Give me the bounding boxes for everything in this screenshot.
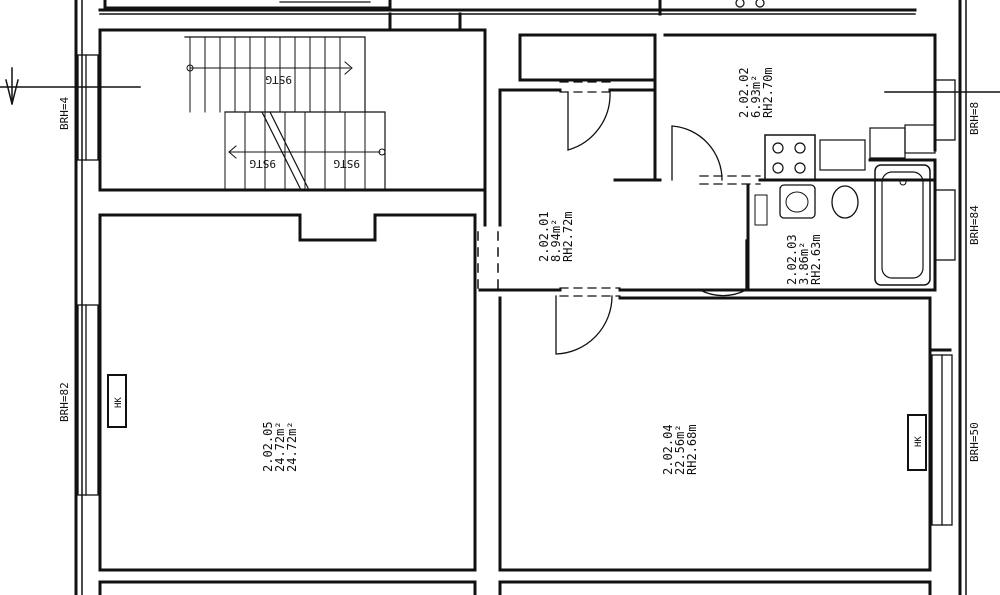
svg-text:24.72m²: 24.72m²: [285, 421, 299, 472]
door-swings: [555, 91, 761, 355]
room-label-2-02-03: 2.02.03 3.86m² RH2.63m: [785, 234, 823, 285]
svg-text:RH2.70m: RH2.70m: [761, 67, 775, 118]
room-label-2-02-04: 2.02.04 22.56m² RH2.68m: [661, 424, 699, 475]
svg-text:RH2.72m: RH2.72m: [561, 211, 575, 262]
radiator-left: [107, 374, 127, 428]
radiator-right: [907, 414, 927, 471]
section-markers: [0, 67, 1000, 105]
top-partial-rooms: [103, 0, 765, 32]
parapet-left-top: BRH=4: [58, 97, 71, 130]
room-label-2-02-05: 2.02.05 24.72m² 24.72m²: [261, 421, 299, 472]
svg-text:2.02.03: 2.02.03: [785, 234, 799, 285]
stair-label-top: 9STG: [266, 73, 293, 86]
radiator-label-right: HK: [914, 436, 924, 447]
svg-text:22.56m²: 22.56m²: [673, 424, 687, 475]
windows: [77, 54, 956, 526]
svg-text:3.86m²: 3.86m²: [797, 242, 811, 285]
svg-text:6.93m²: 6.93m²: [749, 75, 763, 118]
parapet-right-top: BRH=8: [968, 102, 981, 135]
radiator-label-left: HK: [114, 397, 124, 408]
svg-text:8.94m²: 8.94m²: [549, 219, 563, 262]
svg-text:2.02.04: 2.02.04: [661, 424, 675, 475]
labels: BRH=4 BRH=82 BRH=8 BRH=84 BRH=50 9STG 9S…: [58, 67, 981, 475]
room-2-02-04-walls: [498, 296, 952, 572]
parapet-right-low: BRH=50: [968, 422, 981, 462]
stair-label-bottom-left: 9STG: [250, 157, 277, 170]
svg-text:2.02.01: 2.02.01: [537, 211, 551, 262]
bottom-partial-rooms: [98, 580, 932, 595]
parapet-left-mid: BRH=82: [58, 382, 71, 422]
svg-text:2.02.02: 2.02.02: [737, 67, 751, 118]
hall-walls: [477, 28, 752, 297]
room-label-2-02-02: 2.02.02 6.93m² RH2.70m: [737, 67, 775, 118]
svg-text:24.72m²: 24.72m²: [273, 421, 287, 472]
svg-text:RH2.68m: RH2.68m: [685, 424, 699, 475]
svg-text:2.02.05: 2.02.05: [261, 421, 275, 472]
stairwell: [98, 28, 487, 192]
kitchen-walls: [663, 33, 937, 182]
room-2-02-05-walls: [98, 213, 477, 572]
stair-label-bottom-right: 9STG: [334, 157, 361, 170]
parapet-right-mid: BRH=84: [968, 205, 981, 245]
svg-text:RH2.63m: RH2.63m: [809, 234, 823, 285]
room-label-2-02-01: 2.02.01 8.94m² RH2.72m: [537, 211, 575, 262]
outer-walls: [74, 0, 967, 595]
